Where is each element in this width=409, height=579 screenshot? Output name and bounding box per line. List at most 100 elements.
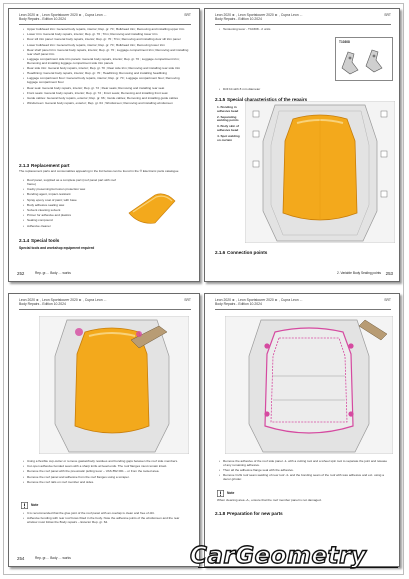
section-title: Special tools [31, 238, 60, 243]
procedure-list: Using a flexible cup-cutter or remove ga… [23, 459, 189, 486]
tool-list-extra: Drill bit with 8 mm diameter [219, 87, 389, 93]
list-item: Rear seat: General body repairs, interio… [23, 86, 189, 91]
tools-subheading: Special tools and workshop equipment req… [19, 246, 95, 250]
list-item: Adhesive bonding with rear roof bows fit… [23, 516, 189, 525]
header-rule [19, 309, 191, 310]
list-item: Cut open adhesive bonded seam with a sha… [23, 464, 189, 469]
list-item: Primer for adhesive and plastics [23, 213, 124, 218]
list-item: Windscreen: General body repairs, exteri… [23, 101, 189, 106]
note-list: It is recommended that the glue joint of… [23, 511, 189, 526]
list-item: Lower bulkhead trim: General body repair… [23, 43, 189, 48]
page-header-text: Leon 2020 ► , Leon Sportstourer 2020 ► ,… [215, 298, 303, 306]
step-item: 3. Body skin of adhesive bead [217, 124, 240, 132]
page-header-code: SRT [184, 13, 191, 17]
manual-page-253[interactable]: Leon 2020 ► , Leon Sportstourer 2020 ► ,… [204, 8, 400, 282]
list-item: Luggage compartment side trim panels: Ge… [23, 57, 189, 66]
step-item: 2. Separating welding points [217, 114, 239, 123]
list-item: Drill bit with 8 mm diameter [219, 87, 389, 92]
list-item: Upper bulkhead trim: General body repair… [23, 27, 189, 32]
roof-car-figure [245, 101, 395, 243]
cargeometry-logo: CarGeometry [189, 542, 400, 570]
section-number: 2.1.6 [215, 250, 226, 255]
manual-page-255[interactable]: Leon 2020 ► , Leon Sportstourer 2020 ► ,… [204, 293, 400, 567]
list-item: Guide cables: General body repairs, exte… [23, 96, 189, 101]
list-item: Roof panel, supplied as a complete part … [23, 178, 124, 187]
list-item: Adhesive cleaner [23, 224, 124, 229]
step-item: 4. Spot welding on curtain [217, 133, 240, 142]
list-item: Solvent cleaning solvent [23, 208, 124, 213]
page-number: 253 [385, 271, 393, 276]
logo-underline [198, 567, 398, 568]
list-item: Sealing compound [23, 218, 124, 223]
section-number: 2.1.4 [19, 238, 30, 243]
page-header-text: Leon 2020 ► , Leon Sportstourer 2020 ► ,… [215, 13, 303, 21]
section-number: 2.1.8 [215, 511, 226, 516]
list-item: Bonding agent, impact-resistant [23, 192, 124, 197]
header-rule [215, 309, 391, 310]
manual-page-252[interactable]: Leon 2020 ► , Leon Sportstourer 2020 ► ,… [8, 8, 200, 282]
tool-list: Tensioning lever - T10308 - 2 units [219, 27, 309, 33]
list-item: It is recommended that the glue joint of… [23, 511, 189, 516]
section-title: Replacement part [31, 163, 70, 168]
list-item: Body adhesive sealing wax [23, 203, 124, 208]
removal-list: Upper bulkhead trim: General body repair… [23, 27, 189, 107]
roof-panel-image [128, 193, 176, 224]
list-item: Spray epoxy coat of paint; with base [23, 198, 124, 203]
list-item: Remove the roof rails on roof member and… [23, 480, 189, 485]
roof-frame-figure [225, 316, 393, 454]
section-title: Preparation for new parts [227, 511, 283, 516]
list-item: Tensioning lever - T10308 - 2 units [219, 27, 309, 32]
list-item: Then all the adhesive flange seal with t… [219, 468, 389, 473]
list-item: Door sill trim panel: General body repai… [23, 38, 189, 43]
note-text: When cleaning area -A-, ensure that the … [217, 498, 322, 502]
section-body: The replacement parts and consumables ap… [19, 169, 179, 173]
section-title: Special characteristics of the repairs [227, 97, 308, 102]
page-header-code: SRT [184, 298, 191, 302]
header-rule [19, 24, 191, 25]
step-item: 1. Bonding in adhesive bead [217, 105, 239, 113]
manual-page-254[interactable]: Leon 2020 ► , Leon Sportstourer 2020 ► ,… [8, 293, 200, 567]
list-item: Remove CuSi roof seam-welding of new roo… [219, 473, 389, 482]
section-number: 2.1.3 [19, 163, 30, 168]
page-header-code: SRT [384, 13, 391, 17]
list-item: Rear side trim: General body repairs, in… [23, 66, 189, 71]
list-item: Headlining: General body repairs, interi… [23, 71, 189, 76]
list-item: Cavity preserving/corrosion protection w… [23, 187, 124, 192]
list-item: Rear shelf panel trim: General body repa… [23, 48, 189, 57]
roof-removal-figure [39, 316, 189, 454]
page-header: Leon 2020 ► , Leon Sportstourer 2020 ► ,… [215, 13, 391, 21]
list-item: Remove the roof panel and adhesive from … [23, 475, 189, 480]
list-item: Using a flexible cup-cutter or remove ga… [23, 459, 189, 464]
tensioning-lever-icon [341, 49, 383, 75]
figure-code: T10308 [339, 40, 350, 44]
note-icon [21, 502, 28, 509]
note-label: Note [31, 503, 39, 507]
header-rule [215, 24, 391, 25]
logo-text: CarGeometry [189, 542, 367, 569]
note-icon [217, 490, 224, 497]
page-header-text: Leon 2020 ► , Leon Sportstourer 2020 ► ,… [19, 298, 107, 306]
parts-list: Roof panel, supplied as a complete part … [23, 178, 124, 230]
page-header-text: Leon 2020 ► , Leon Sportstourer 2020 ► ,… [19, 13, 107, 21]
list-item: Lower trim: General body repairs, interi… [23, 32, 189, 37]
list-item: Remove the roof panel with the pneumatic… [23, 470, 189, 475]
section-title: Connection points [227, 250, 268, 255]
footer-text: Rep. gr.… Body … works [35, 556, 71, 560]
footer-text: Rep. gr.… Body … works [35, 271, 71, 275]
page-header: Leon 2020 ► , Leon Sportstourer 2020 ► ,… [19, 13, 191, 21]
tensioning-lever-figure: T10308 [335, 37, 393, 81]
note-label: Note [227, 491, 235, 495]
list-item: Front seats: General body repairs, inter… [23, 91, 189, 96]
viewer-frame [3, 3, 404, 575]
procedure-list: Remove the adhesive of the roof side pan… [219, 459, 389, 483]
list-item: Luggage compartment floor: General body … [23, 77, 189, 85]
page-number: 252 [17, 271, 25, 276]
page-header-code: SRT [384, 298, 391, 302]
footer-text: 2. Variable Body Sealing points [336, 271, 381, 275]
section-number: 2.1.5 [215, 97, 226, 102]
